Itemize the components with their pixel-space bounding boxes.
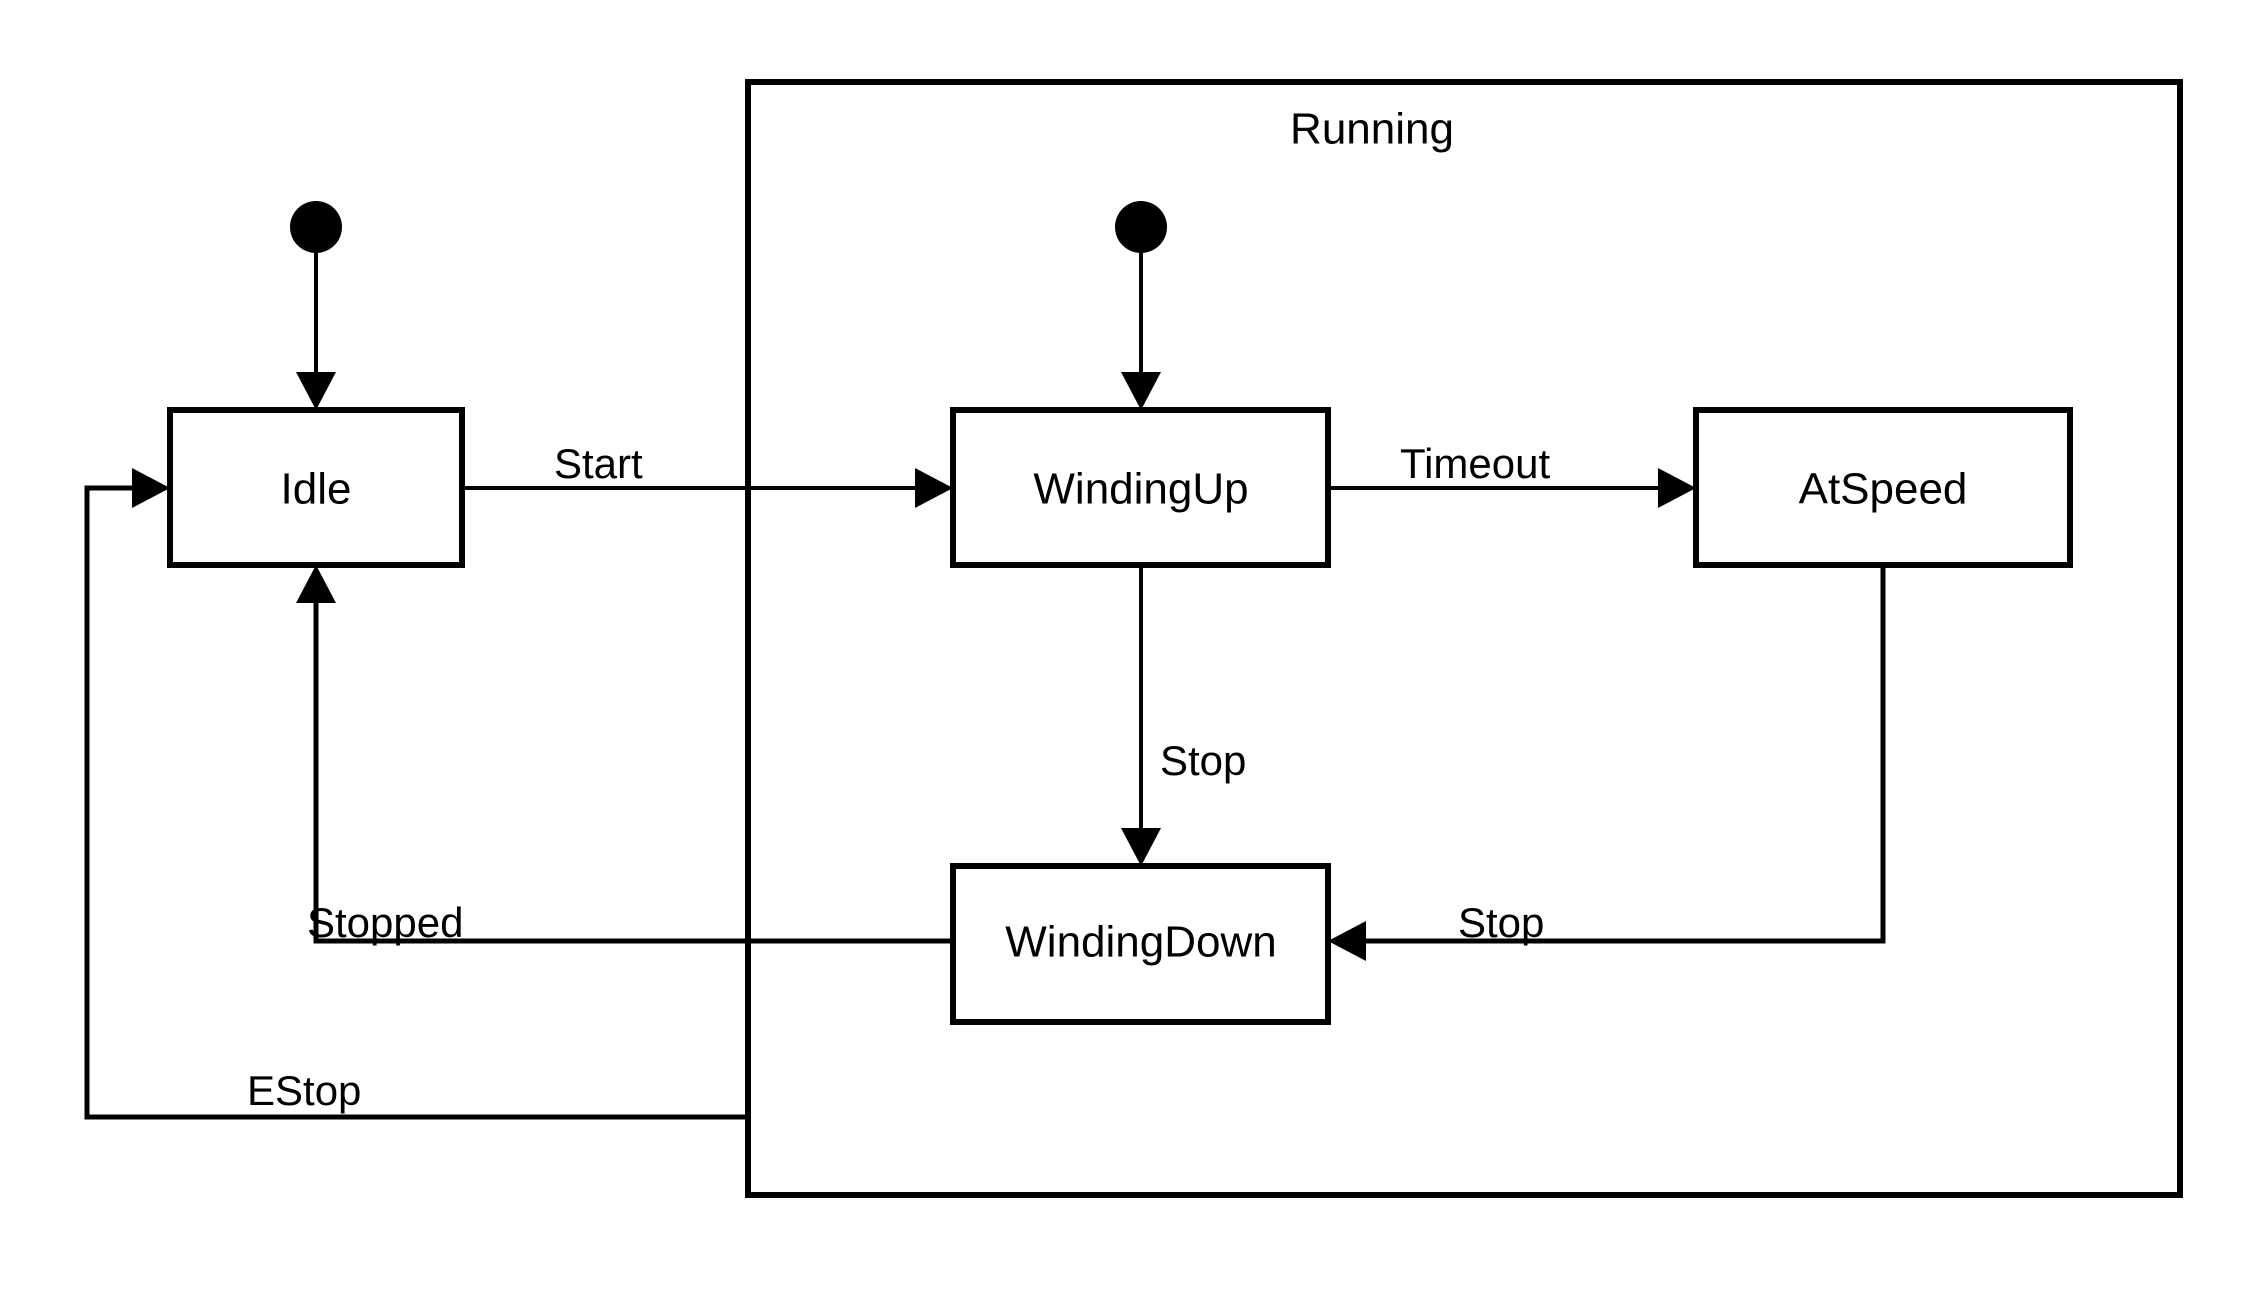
initial-state-idle-arrowhead xyxy=(296,372,336,410)
state-atspeed-label: AtSpeed xyxy=(1799,465,1968,514)
transition-stop-speed-arrowhead xyxy=(1328,921,1366,961)
state-windingup[interactable] xyxy=(950,407,1331,568)
initial-state-windingup-arrowhead xyxy=(1121,372,1161,410)
transition-stopped-arrowhead xyxy=(296,565,336,603)
transition-stop-up-label: Stop xyxy=(1160,737,1246,784)
state-windingup-label: WindingUp xyxy=(1033,465,1248,514)
transition-stopped-line xyxy=(313,585,953,944)
state-atspeed[interactable] xyxy=(1693,407,2073,568)
initial-state-windingup-dot xyxy=(1115,201,1167,253)
transition-estop-label: EStop xyxy=(247,1067,361,1114)
transition-timeout-label: Timeout xyxy=(1400,440,1550,487)
state-windingdown[interactable] xyxy=(950,863,1331,1025)
transition-stop-speed-line xyxy=(1348,565,1886,944)
transition-stop-speed-label: Stop xyxy=(1458,899,1544,946)
transition-stop-up-arrowhead xyxy=(1121,828,1161,866)
transition-start-arrowhead xyxy=(915,468,953,508)
region-running-label: Running xyxy=(1290,105,1454,154)
transition-estop-arrowhead xyxy=(132,468,170,508)
transition-estop-line xyxy=(84,485,748,1120)
transition-start-label: Start xyxy=(554,440,643,487)
transition-stopped-label: Stopped xyxy=(307,899,463,946)
transition-timeout-arrowhead xyxy=(1658,468,1696,508)
initial-state-idle-dot xyxy=(290,201,342,253)
state-windingdown-label: WindingDown xyxy=(1005,918,1276,967)
state-idle-label: Idle xyxy=(281,465,352,514)
state-idle[interactable] xyxy=(167,407,465,568)
region-running-boundary xyxy=(745,79,2183,1198)
